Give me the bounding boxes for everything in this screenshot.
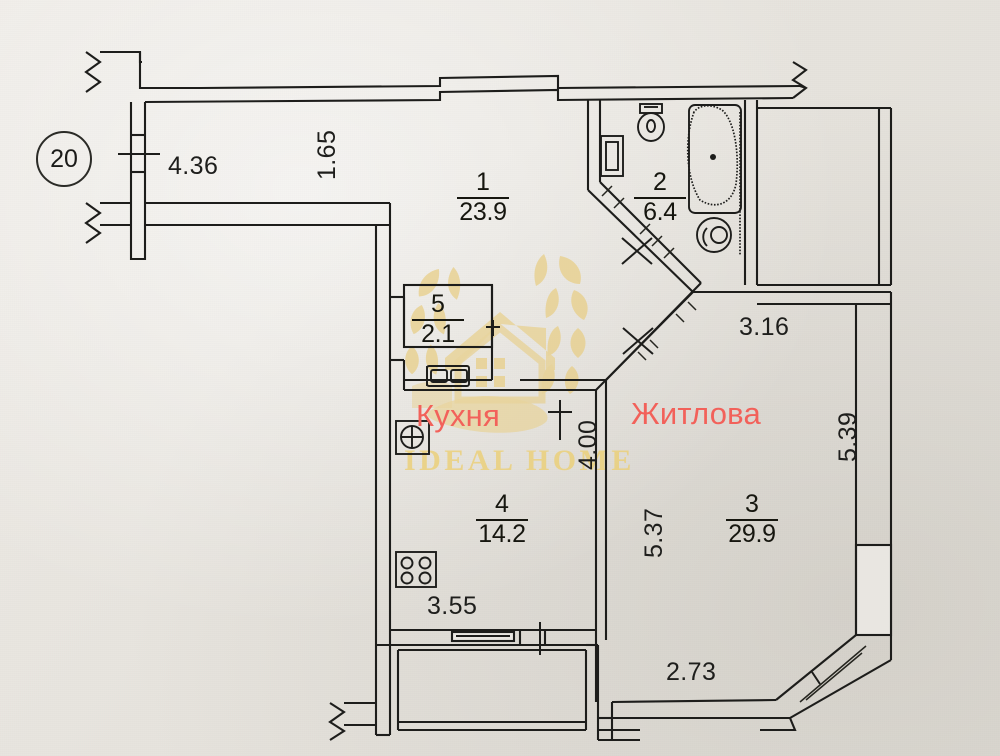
room-label-4: 4 14.2 — [476, 491, 528, 548]
break-symbol-top-left — [84, 50, 142, 93]
wc-walls — [390, 283, 596, 392]
kitchen-fixtures — [395, 420, 437, 588]
dimension-bath-right: 3.16 — [739, 313, 790, 341]
living-diagonal-wall — [775, 634, 892, 719]
dimension-bottom-diagonal: 2.73 — [666, 658, 717, 686]
top-exterior-wall — [138, 52, 808, 104]
room-2-number: 2 — [634, 169, 686, 199]
kitchen-bottom-and-balcony — [328, 622, 640, 741]
dimension-kitchen-bottom: 3.55 — [427, 592, 478, 620]
room-1-number: 1 — [457, 169, 509, 199]
plan-stamp-number: 20 — [36, 131, 92, 187]
room-3-number: 3 — [726, 491, 778, 521]
dimension-center-vertical: 4.00 — [574, 419, 602, 470]
dimension-living-left-vertical: 5.37 — [640, 507, 668, 558]
right-exterior-wall — [854, 292, 893, 660]
dimension-right-vertical: 5.39 — [834, 411, 862, 462]
left-entry-wall — [84, 102, 390, 261]
room-label-3: 3 29.9 — [726, 491, 778, 548]
bathroom-walls — [693, 100, 759, 294]
room-label-2: 2 6.4 — [634, 169, 686, 226]
room-label-5: 5 2.1 — [412, 291, 464, 348]
kitchen-label: Кухня — [416, 398, 500, 433]
room-3-area: 29.9 — [728, 519, 776, 548]
left-interior-wall — [374, 203, 392, 703]
room-5-area: 2.1 — [421, 319, 455, 348]
room-4-area: 14.2 — [478, 519, 526, 548]
bathroom-fixtures — [637, 103, 742, 253]
dimension-left-horizontal: 4.36 — [168, 152, 219, 180]
room-5-number: 5 — [412, 291, 464, 321]
living-room-label: Житлова — [631, 396, 761, 431]
room-label-1: 1 23.9 — [457, 169, 509, 226]
living-bottom-wall — [596, 698, 797, 742]
room-1-area: 23.9 — [459, 197, 507, 226]
bath-right-corridor — [757, 106, 893, 306]
room-4-number: 4 — [476, 491, 528, 521]
room-2-area: 6.4 — [643, 197, 677, 226]
dimension-top-vertical: 1.65 — [313, 129, 341, 180]
hall-partition — [586, 100, 702, 391]
wc-fixtures — [426, 365, 470, 387]
